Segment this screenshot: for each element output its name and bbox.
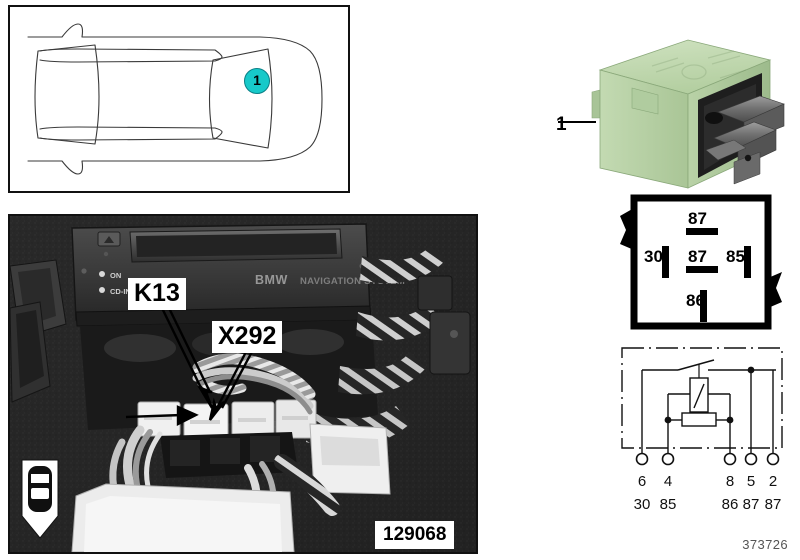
pin-blade-85 bbox=[744, 246, 751, 278]
photo-label-k13: K13 bbox=[128, 278, 186, 310]
drawing-number: 373726 bbox=[742, 537, 788, 552]
svg-text:CD-IN: CD-IN bbox=[110, 287, 131, 296]
vehicle-top-view-drawing bbox=[27, 23, 323, 175]
navigation-unit: ON CD-IN BMW NAVIGATION SYSTEM bbox=[71, 223, 405, 327]
terminal-designation-87b: 87 bbox=[765, 496, 782, 513]
photo-leader-lines bbox=[125, 305, 256, 426]
svg-text:BMW: BMW bbox=[255, 273, 288, 287]
lower-module bbox=[71, 483, 295, 552]
relay-callout-number: 1 bbox=[556, 114, 567, 135]
terminal-designation-87a: 87 bbox=[743, 496, 760, 513]
vehicle-location-panel: 1 bbox=[8, 5, 350, 193]
terminal-number-4: 4 bbox=[664, 473, 672, 490]
trim-left bbox=[10, 259, 67, 403]
terminal-8 bbox=[723, 452, 737, 466]
terminal-designation-30: 30 bbox=[634, 496, 651, 513]
installation-photo-panel: ON CD-IN BMW NAVIGATION SYSTEM bbox=[8, 214, 478, 554]
suppression-resistor bbox=[681, 412, 717, 427]
photo-number-label: 129068 bbox=[375, 521, 455, 549]
pin-label-30: 30 bbox=[644, 247, 663, 266]
vehicle-location-marker-1: 1 bbox=[244, 68, 270, 94]
relay-block bbox=[137, 399, 391, 495]
terminal-6 bbox=[635, 452, 649, 466]
pin-blade-87-top bbox=[686, 228, 718, 235]
terminal-designation-85: 85 bbox=[660, 496, 677, 513]
terminal-number-8: 8 bbox=[726, 473, 734, 490]
relay-circuit-schematic: 6 4 8 5 2 30 85 86 87 87 bbox=[621, 347, 783, 513]
vehicle-direction-arrow-icon bbox=[21, 459, 59, 539]
terminal-5 bbox=[744, 452, 758, 466]
svg-text:ON: ON bbox=[110, 271, 121, 280]
harness-right bbox=[306, 246, 471, 448]
terminal-designation-86: 86 bbox=[722, 496, 739, 513]
terminal-4 bbox=[661, 452, 675, 466]
terminal-2 bbox=[766, 452, 780, 466]
pin-label-85: 85 bbox=[726, 247, 745, 266]
pin-blade-87-middle bbox=[686, 266, 718, 273]
pin-blade-30 bbox=[662, 246, 669, 278]
pin-label-87-middle: 87 bbox=[688, 247, 707, 266]
terminal-number-2: 2 bbox=[769, 473, 777, 490]
terminal-number-6: 6 bbox=[638, 473, 646, 490]
pin-label-87-top: 87 bbox=[688, 209, 707, 228]
relay-boundary bbox=[621, 347, 783, 449]
relay-pin-layout-diagram: 87 30 87 85 86 bbox=[620, 194, 782, 330]
svg-text:NAVIGATION SYSTEM: NAVIGATION SYSTEM bbox=[300, 276, 405, 287]
terminal-number-5: 5 bbox=[747, 473, 755, 490]
relay-component-photo bbox=[558, 39, 785, 189]
photo-label-x292: X292 bbox=[212, 321, 283, 353]
installation-photo-image: ON CD-IN BMW NAVIGATION SYSTEM bbox=[10, 216, 476, 552]
pin-blade-86 bbox=[700, 290, 707, 322]
